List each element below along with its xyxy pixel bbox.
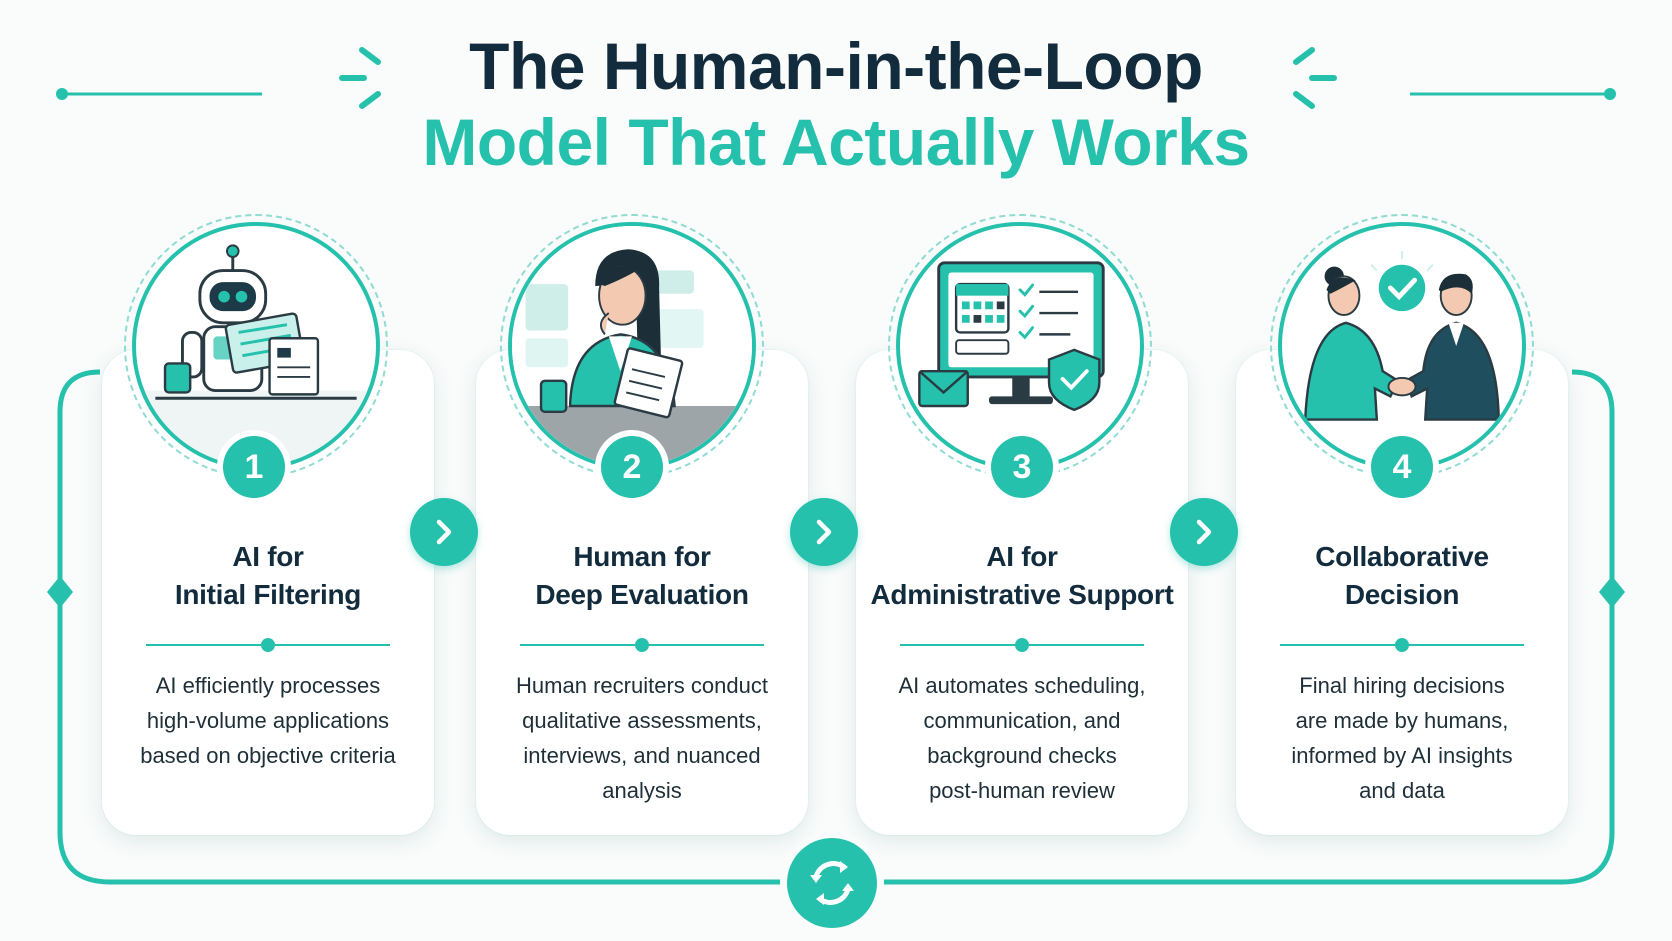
woman-reading-illustration [508, 222, 756, 470]
title-decor-left [56, 47, 381, 109]
robot-illustration [132, 222, 380, 470]
title-line-1: The Human-in-the-Loop [469, 29, 1203, 103]
step-number-1: 1 [223, 436, 285, 498]
step-desc-line: AI automates scheduling, [898, 673, 1146, 698]
step-divider [146, 638, 390, 652]
step-divider [520, 638, 764, 652]
step-title-line: Administrative Support [870, 579, 1174, 610]
chevron-right-icon [436, 519, 452, 545]
step-title-line: AI for [986, 541, 1058, 572]
step-desc-line: high-volume applications [146, 708, 390, 733]
step-title: AI for Administrative Support [856, 538, 1188, 614]
step-number-4: 4 [1371, 436, 1433, 498]
step-description: AI efficiently processes high-volume app… [120, 668, 416, 773]
step-title: Human for Deep Evaluation [476, 538, 808, 614]
step-desc-line: and data [1359, 778, 1445, 803]
step-desc-line: are made by humans, [1295, 708, 1509, 733]
loop-badge [787, 838, 877, 928]
chevron-right-icon [1196, 519, 1212, 545]
refresh-loop-icon [810, 861, 854, 905]
page-title: The Human-in-the-Loop Model That Actuall… [0, 28, 1672, 180]
step-title-line: AI for [232, 541, 304, 572]
step-desc-line: post-human review [929, 778, 1115, 803]
step-title: Collaborative Decision [1236, 538, 1568, 614]
title-decor-right [1293, 47, 1616, 109]
monitor-illustration [896, 222, 1144, 470]
step-desc-line: Final hiring decisions [1299, 673, 1505, 698]
step-desc-line: Human recruiters conduct [516, 673, 768, 698]
step-desc-line: based on objective criteria [140, 743, 396, 768]
step-number-2: 2 [601, 436, 663, 498]
step-desc-line: interviews, and nuanced [523, 743, 761, 768]
chevron-right-icon [816, 519, 832, 545]
step-title-line: Deep Evaluation [535, 579, 749, 610]
step-title-line: Human for [573, 541, 711, 572]
step-title-line: Initial Filtering [174, 579, 362, 610]
title-line-2: Model That Actually Works [422, 105, 1250, 179]
step-desc-line: background checks [927, 743, 1117, 768]
next-arrow-3 [1170, 498, 1238, 566]
next-arrow-2 [790, 498, 858, 566]
step-divider [1280, 638, 1524, 652]
step-divider [900, 638, 1144, 652]
left-diamond [47, 576, 73, 608]
step-title-line: Decision [1344, 579, 1460, 610]
next-arrow-1 [410, 498, 478, 566]
step-description: Human recruiters conduct qualitative ass… [494, 668, 790, 808]
right-diamond [1599, 576, 1625, 608]
step-description: AI automates scheduling, communication, … [874, 668, 1170, 808]
handshake-illustration [1278, 222, 1526, 470]
step-title-line: Collaborative [1315, 541, 1489, 572]
step-title: AI for Initial Filtering [102, 538, 434, 614]
step-description: Final hiring decisions are made by human… [1254, 668, 1550, 808]
step-number-3: 3 [991, 436, 1053, 498]
step-desc-line: analysis [602, 778, 682, 803]
step-desc-line: AI efficiently processes [155, 673, 381, 698]
step-desc-line: informed by AI insights [1291, 743, 1513, 768]
step-desc-line: communication, and [923, 708, 1121, 733]
step-desc-line: qualitative assessments, [522, 708, 762, 733]
